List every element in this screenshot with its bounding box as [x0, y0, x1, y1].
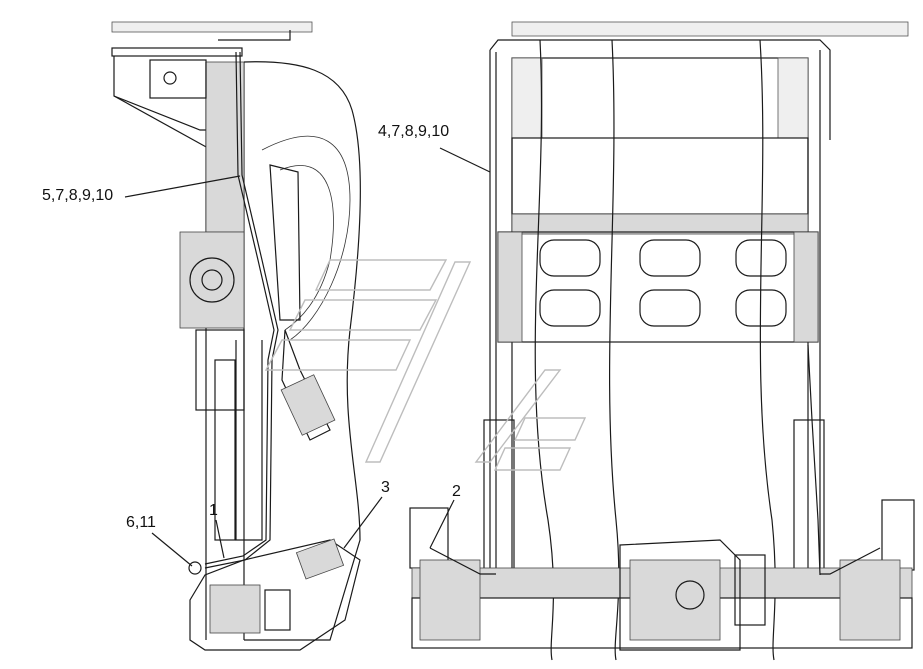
callout-3: 3 — [381, 479, 390, 496]
rear-view — [409, 21, 915, 661]
callout-5-7-8-9-10: 5,7,8,9,10 — [42, 187, 114, 204]
callout-4-7-8-9-10: 4,7,8,9,10 — [378, 123, 450, 140]
callout-2: 2 — [452, 483, 461, 500]
bucket-slots — [539, 239, 787, 327]
callout-6-11: 6,11 — [126, 514, 156, 531]
callout-1: 1 — [209, 502, 218, 519]
watermark-emblem — [264, 259, 587, 471]
side-view — [111, 21, 361, 651]
leader-lines — [124, 147, 491, 567]
